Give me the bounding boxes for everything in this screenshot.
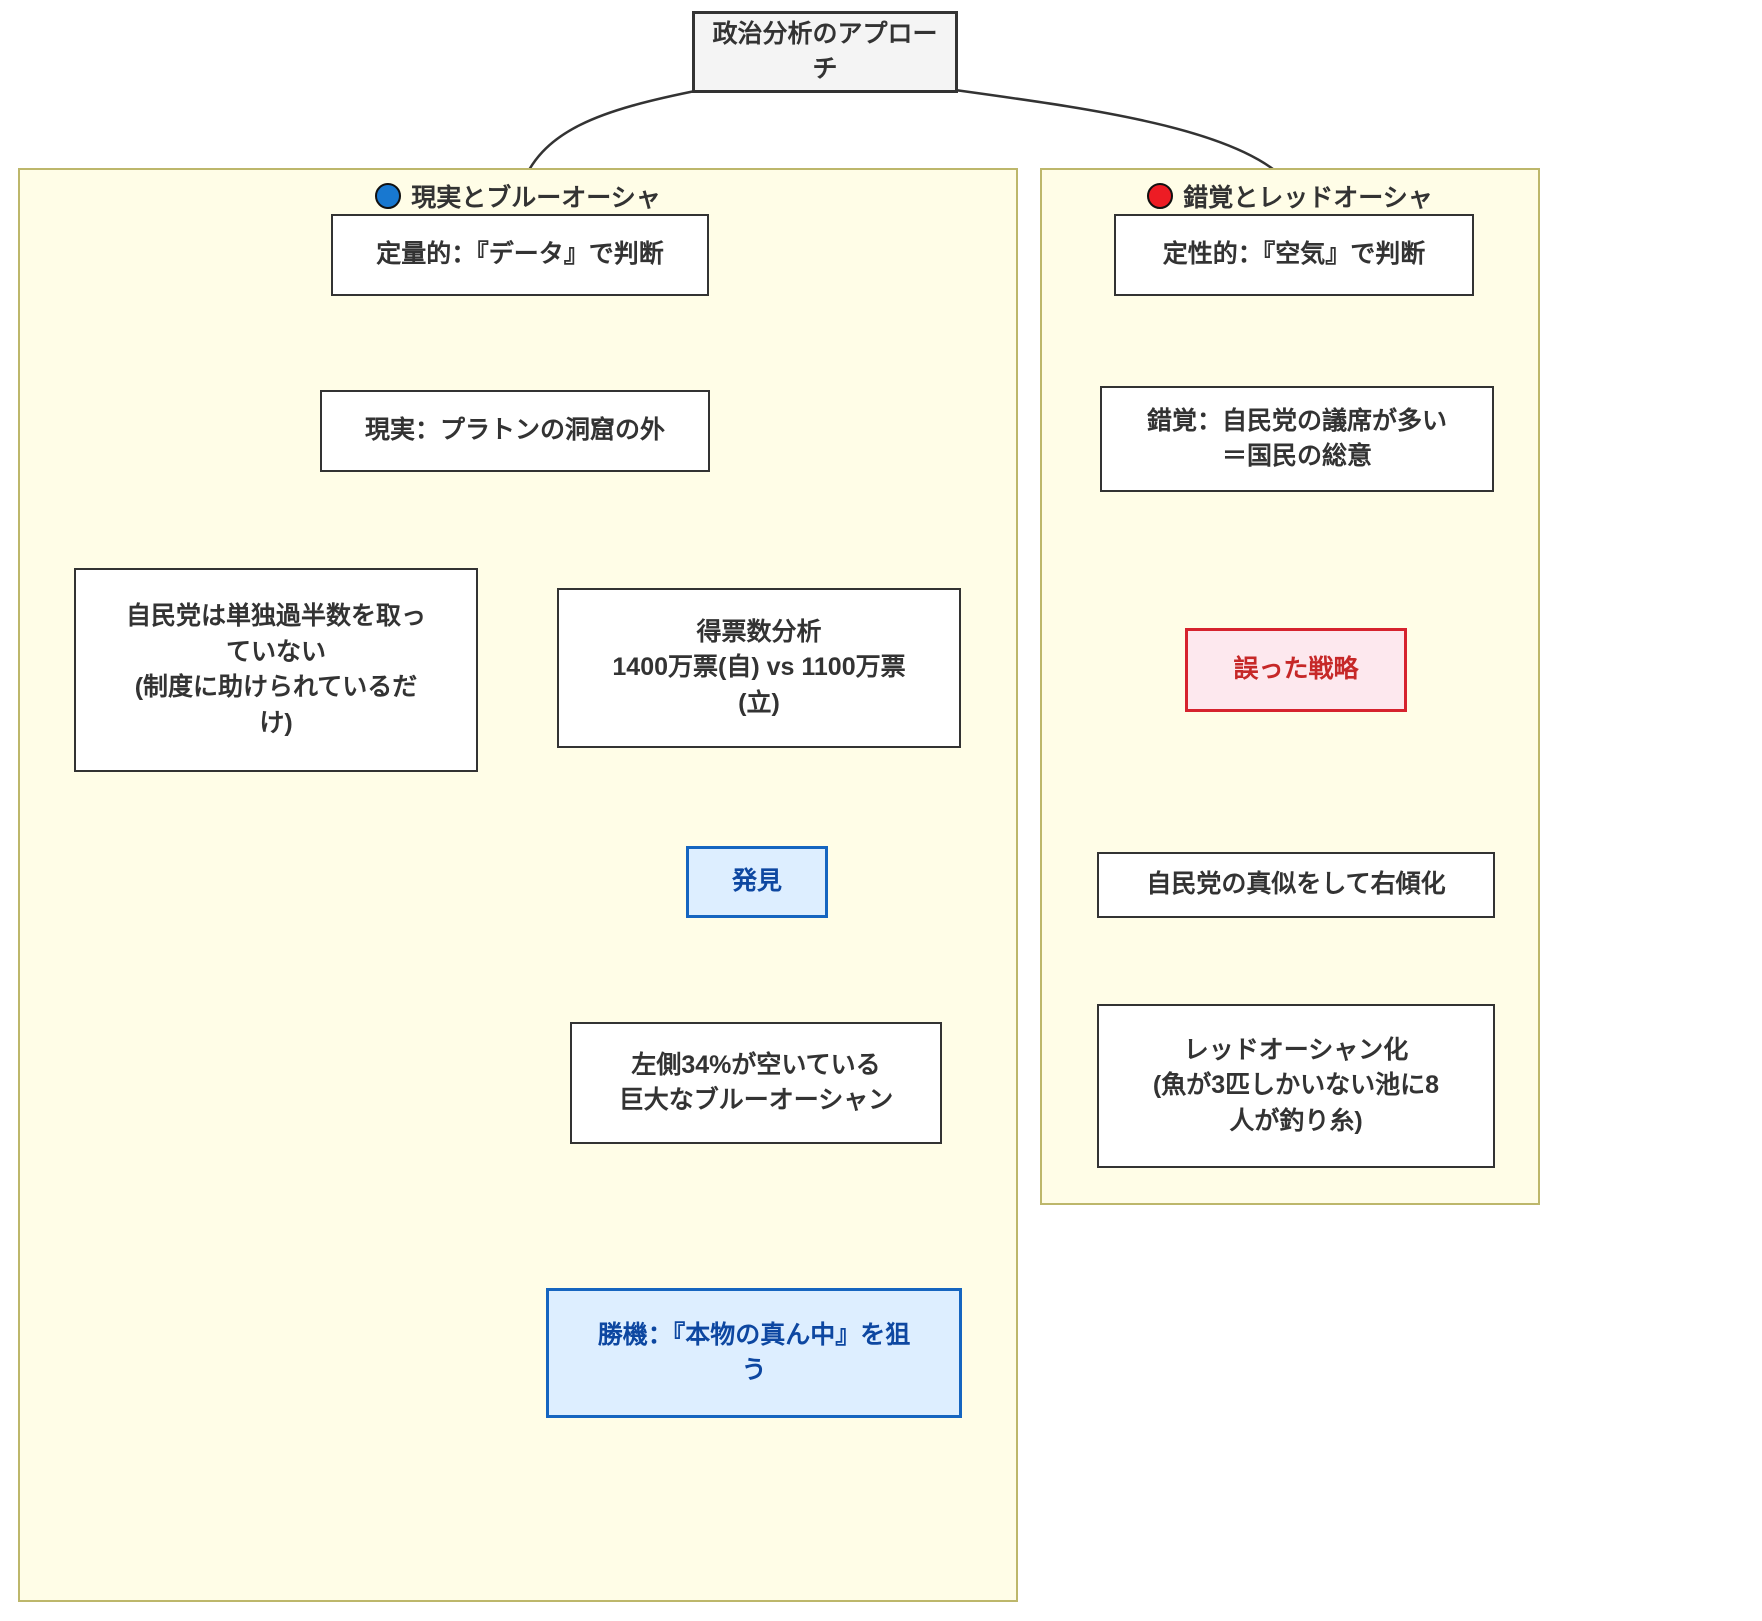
node-discovery-label: 発見 [731,867,782,896]
node-qualitative[interactable]: 定性的：『空気』で判断 [1114,214,1474,296]
node-illusion[interactable]: 錯覚：自民党の議席が多い ＝国民の総意 [1100,386,1494,492]
node-rightward[interactable]: 自民党の真似をして右傾化 [1097,852,1495,918]
node-vote-analysis[interactable]: 得票数分析 1400万票(自) vs 1100万票 (立) [557,588,961,748]
node-wrong-strategy[interactable]: 誤った戦略 [1185,628,1407,712]
subgraph-red-ocean-label: 錯覚とレッドオーシャ [1183,184,1433,212]
red-circle-icon [1147,183,1174,209]
node-red-ocean[interactable]: レッドオーシャン化 (魚が3匹しかいない池に8 人が釣り糸) [1097,1004,1495,1168]
node-vote-analysis-label: 得票数分析 1400万票(自) vs 1100万票 (立) [612,617,906,717]
node-no-majority-label: 自民党は単独過半数を取っ ていない (制度に助けられているだ け) [125,602,426,737]
node-no-majority[interactable]: 自民党は単独過半数を取っ ていない (制度に助けられているだ け) [74,568,478,772]
node-illusion-label: 錯覚：自民党の議席が多い ＝国民の総意 [1146,406,1447,471]
blue-circle-icon [375,183,402,209]
node-red-ocean-label: レッドオーシャン化 (魚が3匹しかいない池に8 人が釣り糸) [1152,1035,1440,1135]
node-qualitative-label: 定性的：『空気』で判断 [1162,240,1426,269]
node-root-approach-label: 政治分析のアプローチ [712,19,938,84]
node-win-chance-label: 勝機：『本物の真ん中』を狙 う [597,1320,911,1385]
node-discovery[interactable]: 発見 [686,846,828,918]
node-reality[interactable]: 現実：プラトンの洞窟の外 [320,390,710,472]
node-quantitative-label: 定量的：『データ』で判断 [376,240,664,269]
node-quantitative[interactable]: 定量的：『データ』で判断 [331,214,709,296]
node-rightward-label: 自民党の真似をして右傾化 [1146,870,1446,899]
node-blue-ocean-label: 左側34%が空いている 巨大なブルーオーシャン [618,1050,894,1115]
node-reality-label: 現実：プラトンの洞窟の外 [364,416,665,445]
subgraph-blue-ocean-title: 現実とブルーオーシャ [20,178,1016,214]
node-root-approach[interactable]: 政治分析のアプローチ [692,11,958,93]
subgraph-blue-ocean-label: 現実とブルーオーシャ [411,184,661,212]
node-win-chance[interactable]: 勝機：『本物の真ん中』を狙 う [546,1288,962,1418]
node-wrong-strategy-label: 誤った戦略 [1233,655,1359,684]
subgraph-red-ocean-title: 錯覚とレッドオーシャ [1042,178,1538,214]
node-blue-ocean[interactable]: 左側34%が空いている 巨大なブルーオーシャン [570,1022,942,1144]
